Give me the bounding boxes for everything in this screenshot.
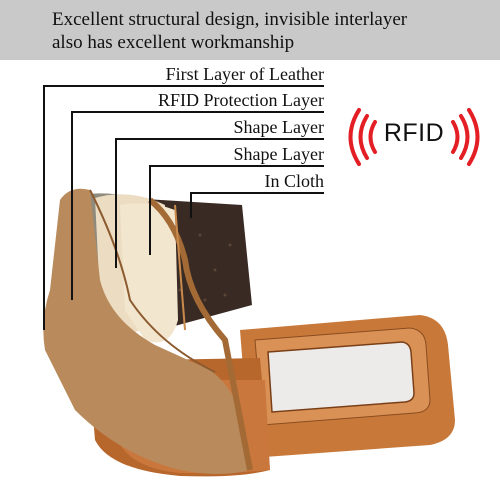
leader-line-shape-1 [115, 138, 324, 268]
banner-line-1: Excellent structural design, invisible i… [52, 9, 408, 30]
label-shape-layer-2: Shape Layer [233, 144, 324, 164]
leader-line-shape-2 [149, 165, 324, 255]
id-window [267, 341, 415, 413]
leader-line-leather [43, 85, 324, 330]
header-banner: Excellent structural design, invisible i… [0, 0, 500, 60]
leader-line-rfid [71, 111, 324, 300]
label-rfid-layer: RFID Protection Layer [158, 90, 324, 110]
label-first-leather: First Layer of Leather [165, 64, 324, 84]
label-in-cloth: In Cloth [264, 171, 324, 191]
leather-layer [43, 188, 251, 474]
banner-line-2: also has excellent workmanship [52, 32, 295, 53]
rfid-badge-text: RFID [383, 119, 445, 147]
label-shape-layer-1: Shape Layer [233, 117, 324, 137]
leader-line-cloth [190, 192, 324, 218]
rfid-signal-icon [348, 108, 480, 166]
